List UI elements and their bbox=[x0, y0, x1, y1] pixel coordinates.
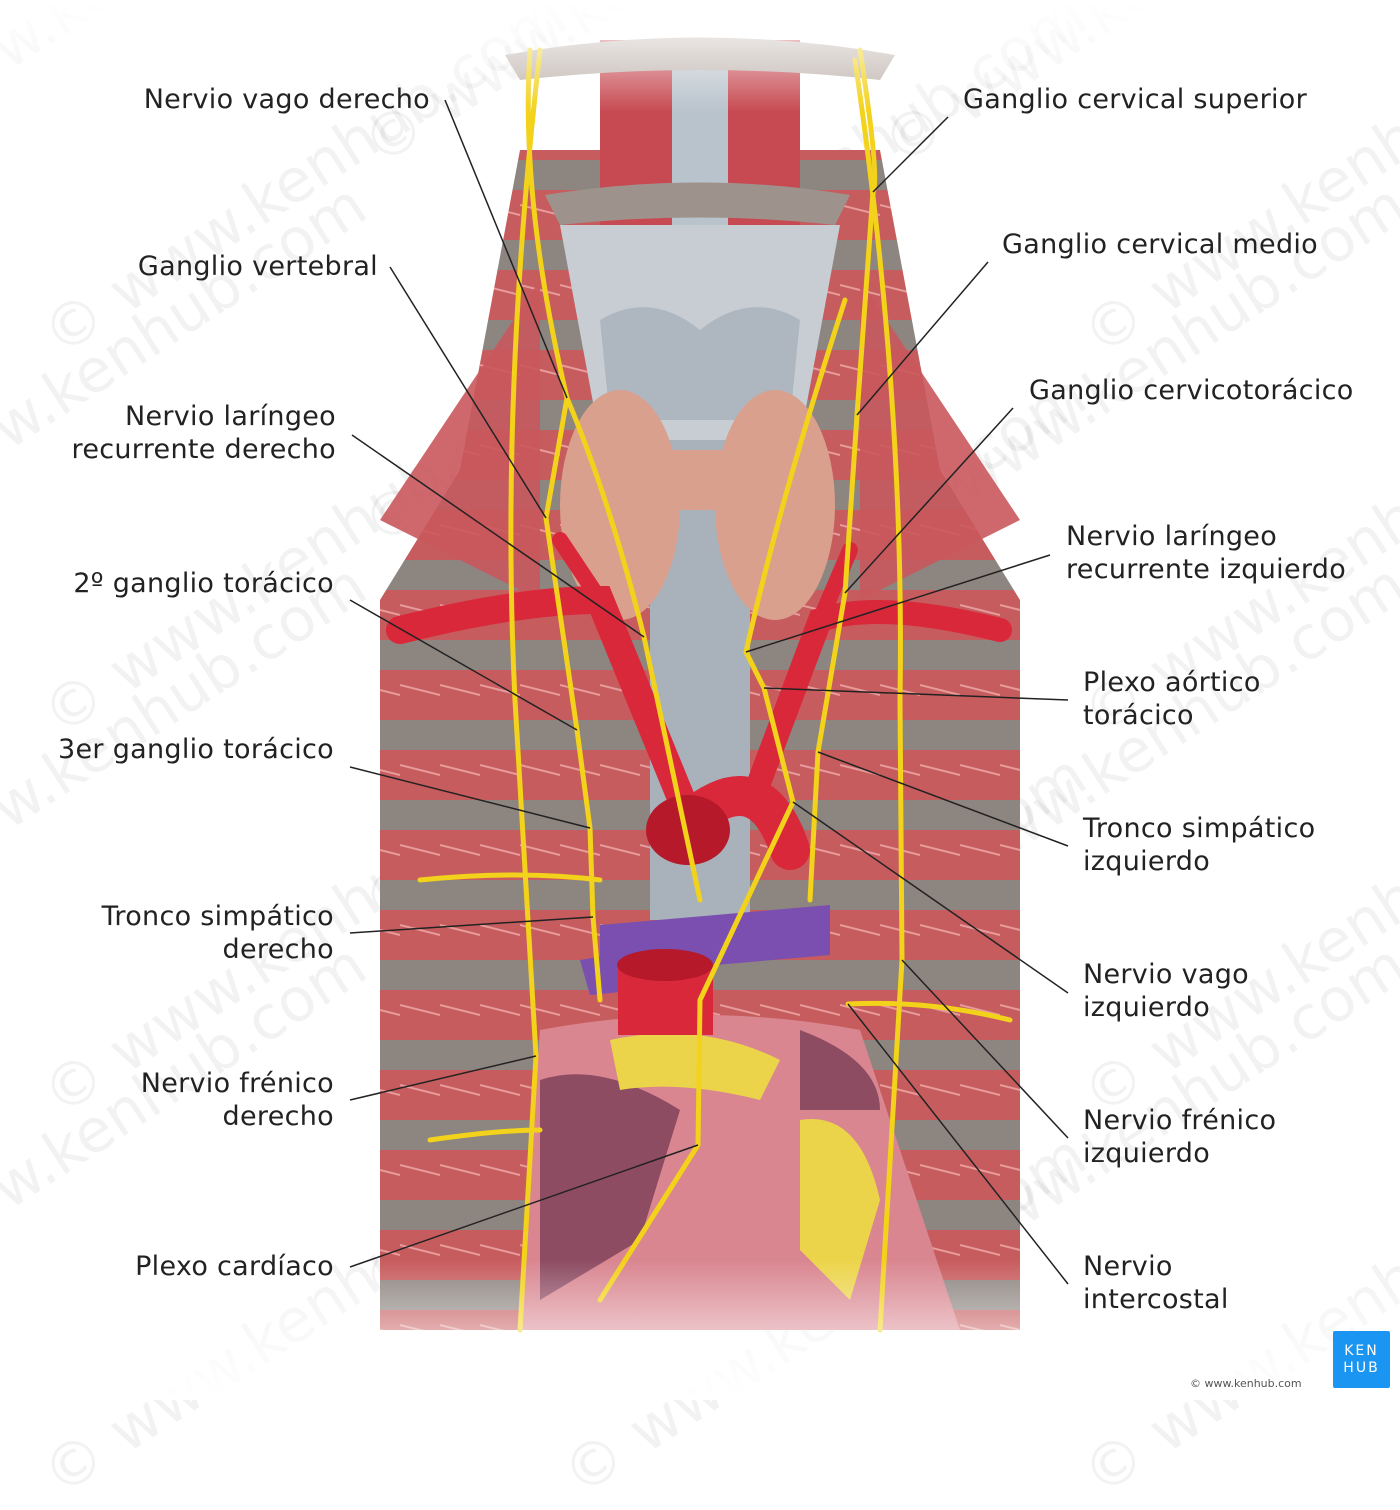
label-text: torácico bbox=[1083, 700, 1194, 731]
leader-line bbox=[349, 766, 591, 829]
leader-line bbox=[745, 554, 1051, 653]
label-text: Nervio frénico bbox=[1083, 1105, 1277, 1136]
label-segundo-ganglio-toracico: 2º ganglio torácico bbox=[73, 567, 334, 600]
label-text: Ganglio cervical superior bbox=[963, 84, 1307, 115]
label-text: Ganglio cervical medio bbox=[1002, 229, 1319, 260]
label-text: derecho bbox=[222, 1101, 334, 1132]
label-text: Tronco simpático bbox=[101, 901, 334, 932]
copyright-text: © www.kenhub.com bbox=[1190, 1377, 1302, 1390]
leader-line bbox=[872, 116, 949, 193]
leader-line bbox=[901, 959, 1069, 1139]
label-text: Ganglio cervicotorácico bbox=[1029, 375, 1354, 406]
label-text: recurrente derecho bbox=[71, 434, 336, 465]
leader-line bbox=[349, 1055, 537, 1101]
leader-line bbox=[351, 434, 645, 638]
label-text: intercostal bbox=[1083, 1284, 1229, 1315]
logo-text: KEN bbox=[1344, 1342, 1379, 1359]
label-tercer-ganglio-toracico: 3er ganglio torácico bbox=[58, 733, 334, 766]
label-nervio-vago-derecho: Nervio vago derecho bbox=[144, 83, 430, 116]
label-text: Nervio vago derecho bbox=[143, 84, 430, 115]
label-text: derecho bbox=[222, 934, 334, 965]
label-text: izquierdo bbox=[1083, 992, 1211, 1023]
leader-line bbox=[763, 687, 1069, 701]
label-text: Plexo aórtico bbox=[1083, 667, 1261, 698]
label-ganglio-cervical-medio: Ganglio cervical medio bbox=[1002, 228, 1318, 261]
label-text: Plexo cardíaco bbox=[135, 1251, 334, 1282]
label-text: izquierdo bbox=[1083, 1138, 1211, 1169]
label-text: 2º ganglio torácico bbox=[73, 568, 334, 599]
label-text: Nervio laríngeo bbox=[1066, 521, 1278, 552]
leader-line bbox=[844, 407, 1014, 594]
label-text: recurrente izquierdo bbox=[1066, 554, 1347, 585]
logo-text: HUB bbox=[1343, 1359, 1380, 1376]
label-text: Nervio laríngeo bbox=[124, 401, 336, 432]
label-ganglio-cervicotoracico: Ganglio cervicotorácico bbox=[1029, 374, 1354, 407]
label-text: Ganglio vertebral bbox=[137, 251, 378, 282]
label-text: Nervio vago bbox=[1083, 959, 1249, 990]
leader-line bbox=[847, 1003, 1069, 1285]
label-text: Nervio frénico bbox=[140, 1068, 334, 1099]
label-ganglio-vertebral: Ganglio vertebral bbox=[138, 250, 378, 283]
anatomy-illustration bbox=[0, 0, 1400, 1400]
leader-line bbox=[349, 1144, 699, 1268]
label-text: izquierdo bbox=[1083, 846, 1211, 877]
leader-line bbox=[389, 266, 547, 519]
label-ganglio-cervical-superior: Ganglio cervical superior bbox=[963, 83, 1307, 116]
label-text: Nervio bbox=[1083, 1251, 1173, 1282]
leader-line bbox=[856, 261, 989, 416]
leader-line bbox=[349, 916, 594, 934]
leader-line bbox=[349, 599, 578, 731]
leader-line bbox=[817, 751, 1069, 847]
leader-lines bbox=[349, 99, 1069, 1285]
leader-line bbox=[792, 801, 1069, 994]
label-text: Tronco simpático bbox=[1083, 813, 1316, 844]
label-plexo-cardiaco: Plexo cardíaco bbox=[135, 1250, 334, 1283]
leader-line bbox=[444, 99, 568, 399]
label-text: 3er ganglio torácico bbox=[58, 734, 334, 765]
